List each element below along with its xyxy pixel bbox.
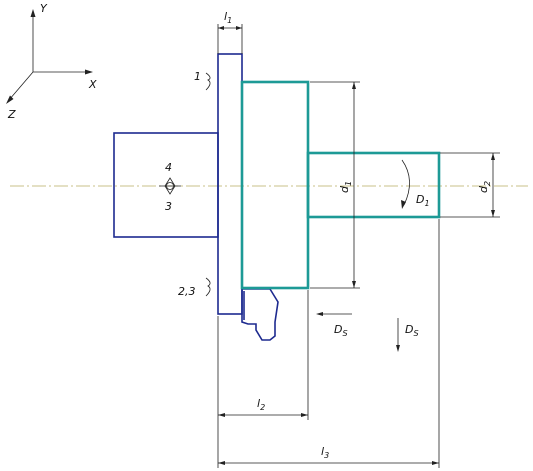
dim-l1-label: l1	[224, 10, 232, 25]
feed-motion-down: DS	[396, 318, 419, 352]
dimension-l2: l2	[217, 290, 309, 468]
dim-d2-label: d2	[477, 181, 492, 193]
dim-l2-label: l2	[257, 397, 265, 412]
surface-label-2-3: 2,3	[178, 285, 196, 298]
surface-label-1-group: 1	[194, 70, 211, 91]
cutting-tool	[241, 288, 279, 341]
y-axis-label: Y	[40, 2, 48, 15]
faceplate	[217, 53, 243, 315]
dimension-d1: d1	[310, 81, 360, 289]
dimension-l3: l3	[218, 219, 440, 468]
tool-assembly	[113, 53, 279, 341]
dimension-l1: l1	[217, 10, 243, 54]
motion-ds-left-label: DS	[334, 323, 348, 338]
surface-label-1: 1	[194, 70, 201, 83]
motion-d1-label: D1	[416, 193, 430, 208]
motion-ds-down-label: DS	[405, 323, 419, 338]
workpiece	[240, 80, 441, 290]
workpiece-large-diameter	[240, 80, 310, 290]
x-axis-label: X	[88, 78, 97, 91]
rotation-axis-symbol: 4 3	[159, 161, 181, 213]
rotation-motion: D1	[401, 159, 430, 209]
coordinate-system: Y X Z	[6, 2, 97, 121]
surface-label-23-group: 2,3	[178, 277, 211, 298]
workpiece-small-diameter	[306, 151, 441, 219]
z-axis-label: Z	[7, 108, 16, 121]
dim-d1-label: d1	[338, 181, 353, 193]
dimension-d2: d2	[440, 152, 500, 218]
surface-label-4: 4	[165, 161, 172, 174]
surface-label-3: 3	[165, 200, 172, 213]
dim-l3-label: l3	[321, 445, 329, 460]
feed-motion-left: DS	[316, 312, 352, 338]
